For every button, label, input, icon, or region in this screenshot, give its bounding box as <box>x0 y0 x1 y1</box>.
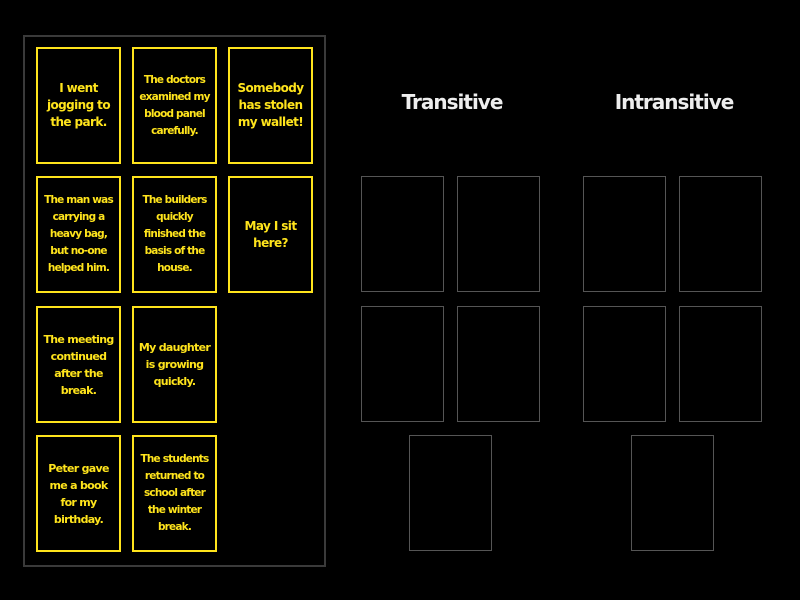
sort-card[interactable]: The man was carrying a heavy bag, but no… <box>36 176 121 293</box>
intransitive-drop-slot[interactable] <box>679 176 762 292</box>
sort-card[interactable]: The doctors examined my blood panel care… <box>132 47 217 164</box>
card-text: Somebody has stolen my wallet! <box>237 81 305 129</box>
card-text: The meeting continued after the break. <box>43 332 114 397</box>
transitive-drop-slot[interactable] <box>361 306 444 422</box>
card-text: The doctors examined my blood panel care… <box>139 73 210 137</box>
transitive-drop-slot[interactable] <box>409 435 492 551</box>
intransitive-drop-slot[interactable] <box>679 306 762 422</box>
sort-card[interactable]: May I sit here? <box>228 176 313 293</box>
sort-card[interactable]: Peter gave me a book for my birthday. <box>36 435 121 552</box>
sort-card[interactable]: I went jogging to the park. <box>36 47 121 164</box>
card-text: I went jogging to the park. <box>47 81 111 129</box>
intransitive-drop-slot[interactable] <box>583 176 666 292</box>
sort-card[interactable]: Somebody has stolen my wallet! <box>228 47 313 164</box>
card-text: The man was carrying a heavy bag, but no… <box>44 194 114 274</box>
card-text: The students returned to school after th… <box>140 453 210 533</box>
sort-card[interactable]: The builders quickly finished the basis … <box>132 176 217 293</box>
card-text: The builders quickly finished the basis … <box>142 194 207 274</box>
intransitive-drop-slot[interactable] <box>583 306 666 422</box>
group-title-intransitive: Intransitive <box>614 90 735 114</box>
intransitive-drop-slot[interactable] <box>631 435 714 551</box>
transitive-drop-slot[interactable] <box>457 306 540 422</box>
sort-card[interactable]: The meeting continued after the break. <box>36 306 121 423</box>
transitive-drop-slot[interactable] <box>457 176 540 292</box>
group-title-transitive: Transitive <box>401 90 504 114</box>
card-text: My daughter is growing quickly. <box>138 341 211 388</box>
transitive-drop-slot[interactable] <box>361 176 444 292</box>
sort-card[interactable]: The students returned to school after th… <box>132 435 217 552</box>
card-text: May I sit here? <box>244 218 298 250</box>
sort-card[interactable]: My daughter is growing quickly. <box>132 306 217 423</box>
card-text: Peter gave me a book for my birthday. <box>48 461 109 526</box>
